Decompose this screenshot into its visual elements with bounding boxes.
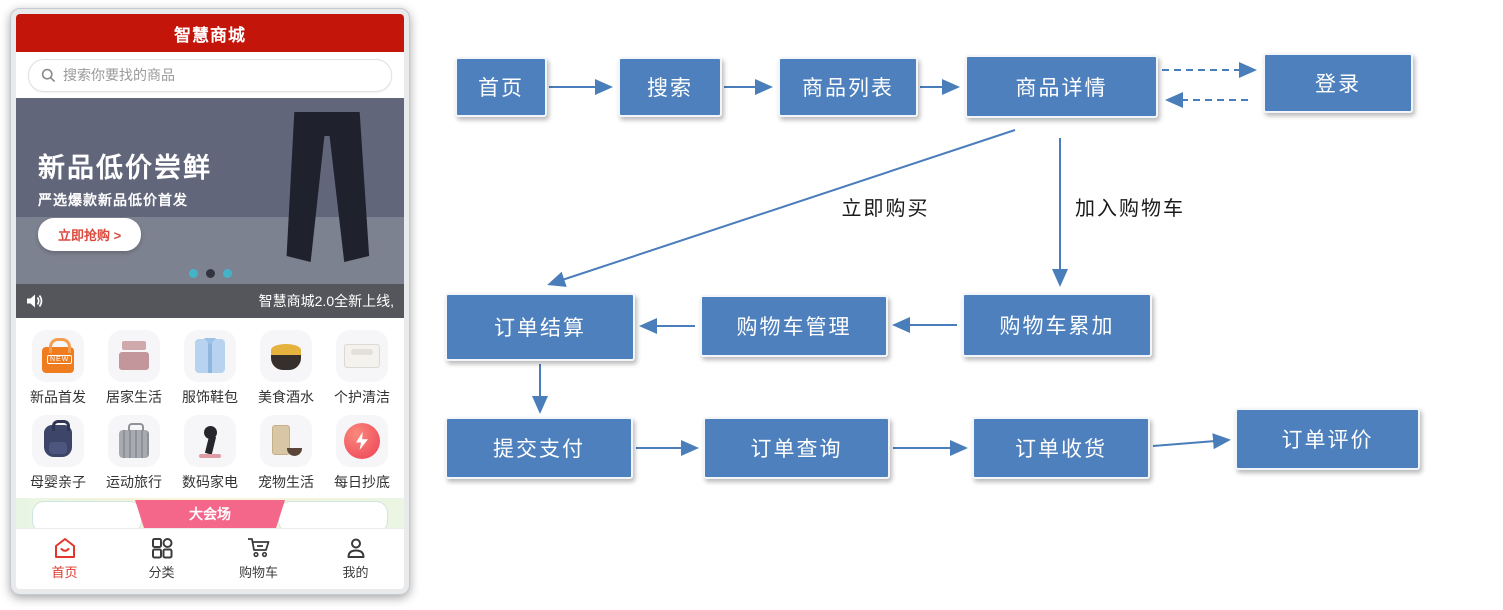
- app-header: 智慧商城: [16, 14, 404, 52]
- carousel-dot[interactable]: [205, 269, 215, 278]
- category-label: 居家生活: [106, 389, 162, 405]
- app-screen: 智慧商城 搜索你要找的商品 新品低价尝鲜 严选爆款新品低价首发 立即抢购 >: [16, 14, 404, 589]
- bedding-icon: [108, 330, 160, 382]
- tab-label: 分类: [148, 565, 175, 580]
- banner-title: 新品低价尝鲜: [38, 153, 212, 183]
- tissue-box-icon: [336, 330, 388, 382]
- category-item[interactable]: 运动旅行: [96, 411, 172, 496]
- category-item[interactable]: 宠物生活: [248, 411, 324, 496]
- flow-node-login: 登录: [1263, 53, 1413, 113]
- category-item[interactable]: 每日抄底: [324, 411, 400, 496]
- promo-banner[interactable]: 新品低价尝鲜 严选爆款新品低价首发 立即抢购 >: [16, 98, 404, 284]
- flow-arrows: [532, 62, 1257, 456]
- suitcase-icon: [108, 415, 160, 467]
- edge-label-add-cart: 加入购物车: [1075, 198, 1185, 220]
- tab-profile[interactable]: 我的: [307, 537, 404, 581]
- category-label: 数码家电: [182, 474, 238, 490]
- tab-label: 购物车: [238, 565, 278, 580]
- category-label: 宠物生活: [258, 474, 314, 490]
- new-badge: NEW: [47, 355, 73, 364]
- banner-subtitle: 严选爆款新品低价首发: [38, 192, 188, 208]
- user-icon: [347, 538, 364, 558]
- speaker-icon: [27, 294, 43, 308]
- flow-node-order-query: 订单查询: [703, 417, 890, 479]
- tab-label: 首页: [51, 565, 78, 580]
- category-item[interactable]: 居家生活: [96, 326, 172, 411]
- flow-node-order-receive: 订单收货: [972, 417, 1150, 479]
- arrow-receive-review: [1152, 433, 1231, 450]
- promo-strip[interactable]: 大会场: [16, 498, 404, 528]
- category-label: 运动旅行: [106, 474, 162, 490]
- flow-node-product-detail: 商品详情: [965, 55, 1158, 118]
- flow-node-search: 搜索: [618, 57, 722, 117]
- noodle-bowl-icon: [260, 330, 312, 382]
- flow-node-cart-accumulate: 购物车累加: [962, 293, 1152, 357]
- category-label: 每日抄底: [334, 474, 390, 490]
- category-item[interactable]: 服饰鞋包: [172, 326, 248, 411]
- bottom-tab-bar: 首页 分类: [16, 528, 404, 589]
- carousel-dot[interactable]: [222, 269, 232, 278]
- search-icon: [41, 68, 56, 82]
- tab-categories[interactable]: 分类: [113, 537, 210, 581]
- app-title: 智慧商城: [174, 25, 246, 45]
- flow-node-submit-payment: 提交支付: [445, 417, 633, 479]
- edge-label-buy-now: 立即购买: [841, 198, 930, 220]
- backpack-icon: [32, 415, 84, 467]
- arrow-detail-settle-buynow: [547, 129, 1016, 287]
- promo-card[interactable]: [278, 501, 388, 528]
- flow-node-order-settle: 订单结算: [445, 293, 635, 361]
- category-grid: NEW 新品首发 居家生活 服饰鞋包: [16, 318, 404, 498]
- category-item[interactable]: 个护清洁: [324, 326, 400, 411]
- flash-deal-icon: [336, 415, 388, 467]
- carousel-dot[interactable]: [188, 269, 198, 278]
- category-item[interactable]: 母婴亲子: [20, 411, 96, 496]
- notice-text: 智慧商城2.0全新上线,: [258, 293, 394, 309]
- trousers-image: [286, 112, 370, 262]
- grid-icon: [151, 538, 172, 559]
- tab-label: 我的: [342, 565, 369, 580]
- flow-node-cart-manage: 购物车管理: [700, 295, 888, 357]
- cart-icon: [247, 538, 269, 558]
- notice-bar: 智慧商城2.0全新上线,: [16, 284, 404, 318]
- flow-node-home: 首页: [455, 57, 547, 117]
- category-label: 母婴亲子: [30, 474, 86, 490]
- phone-screenshot: 智慧商城 搜索你要找的商品 新品低价尝鲜 严选爆款新品低价首发 立即抢购 >: [10, 8, 410, 595]
- banner-cta-button[interactable]: 立即抢购 >: [38, 218, 142, 251]
- shirt-icon: [184, 330, 236, 382]
- category-label: 新品首发: [30, 389, 86, 405]
- flowchart: 首页 搜索 商品列表 商品详情 登录 立即购买 加入购物车 订单结算 购物车管理…: [430, 30, 1490, 500]
- search-section: 搜索你要找的商品: [16, 52, 404, 98]
- pet-food-icon: [260, 415, 312, 467]
- category-label: 美食酒水: [258, 389, 314, 405]
- category-item[interactable]: NEW 新品首发: [20, 326, 96, 411]
- category-item[interactable]: 数码家电: [172, 411, 248, 496]
- flow-node-product-list: 商品列表: [778, 57, 918, 117]
- tab-cart[interactable]: 购物车: [210, 537, 307, 581]
- search-input[interactable]: 搜索你要找的商品: [28, 58, 392, 92]
- promo-ribbon[interactable]: 大会场: [135, 500, 285, 528]
- category-label: 服饰鞋包: [182, 389, 238, 405]
- category-item[interactable]: 美食酒水: [248, 326, 324, 411]
- carousel-dots[interactable]: [16, 269, 404, 278]
- vacuum-icon: [184, 415, 236, 467]
- new-bag-icon: NEW: [32, 330, 84, 382]
- category-label: 个护清洁: [334, 389, 390, 405]
- promo-card[interactable]: [32, 501, 142, 528]
- flow-node-order-review: 订单评价: [1235, 408, 1420, 470]
- home-icon: [54, 538, 75, 558]
- tab-home[interactable]: 首页: [16, 537, 113, 581]
- search-placeholder: 搜索你要找的商品: [63, 67, 175, 83]
